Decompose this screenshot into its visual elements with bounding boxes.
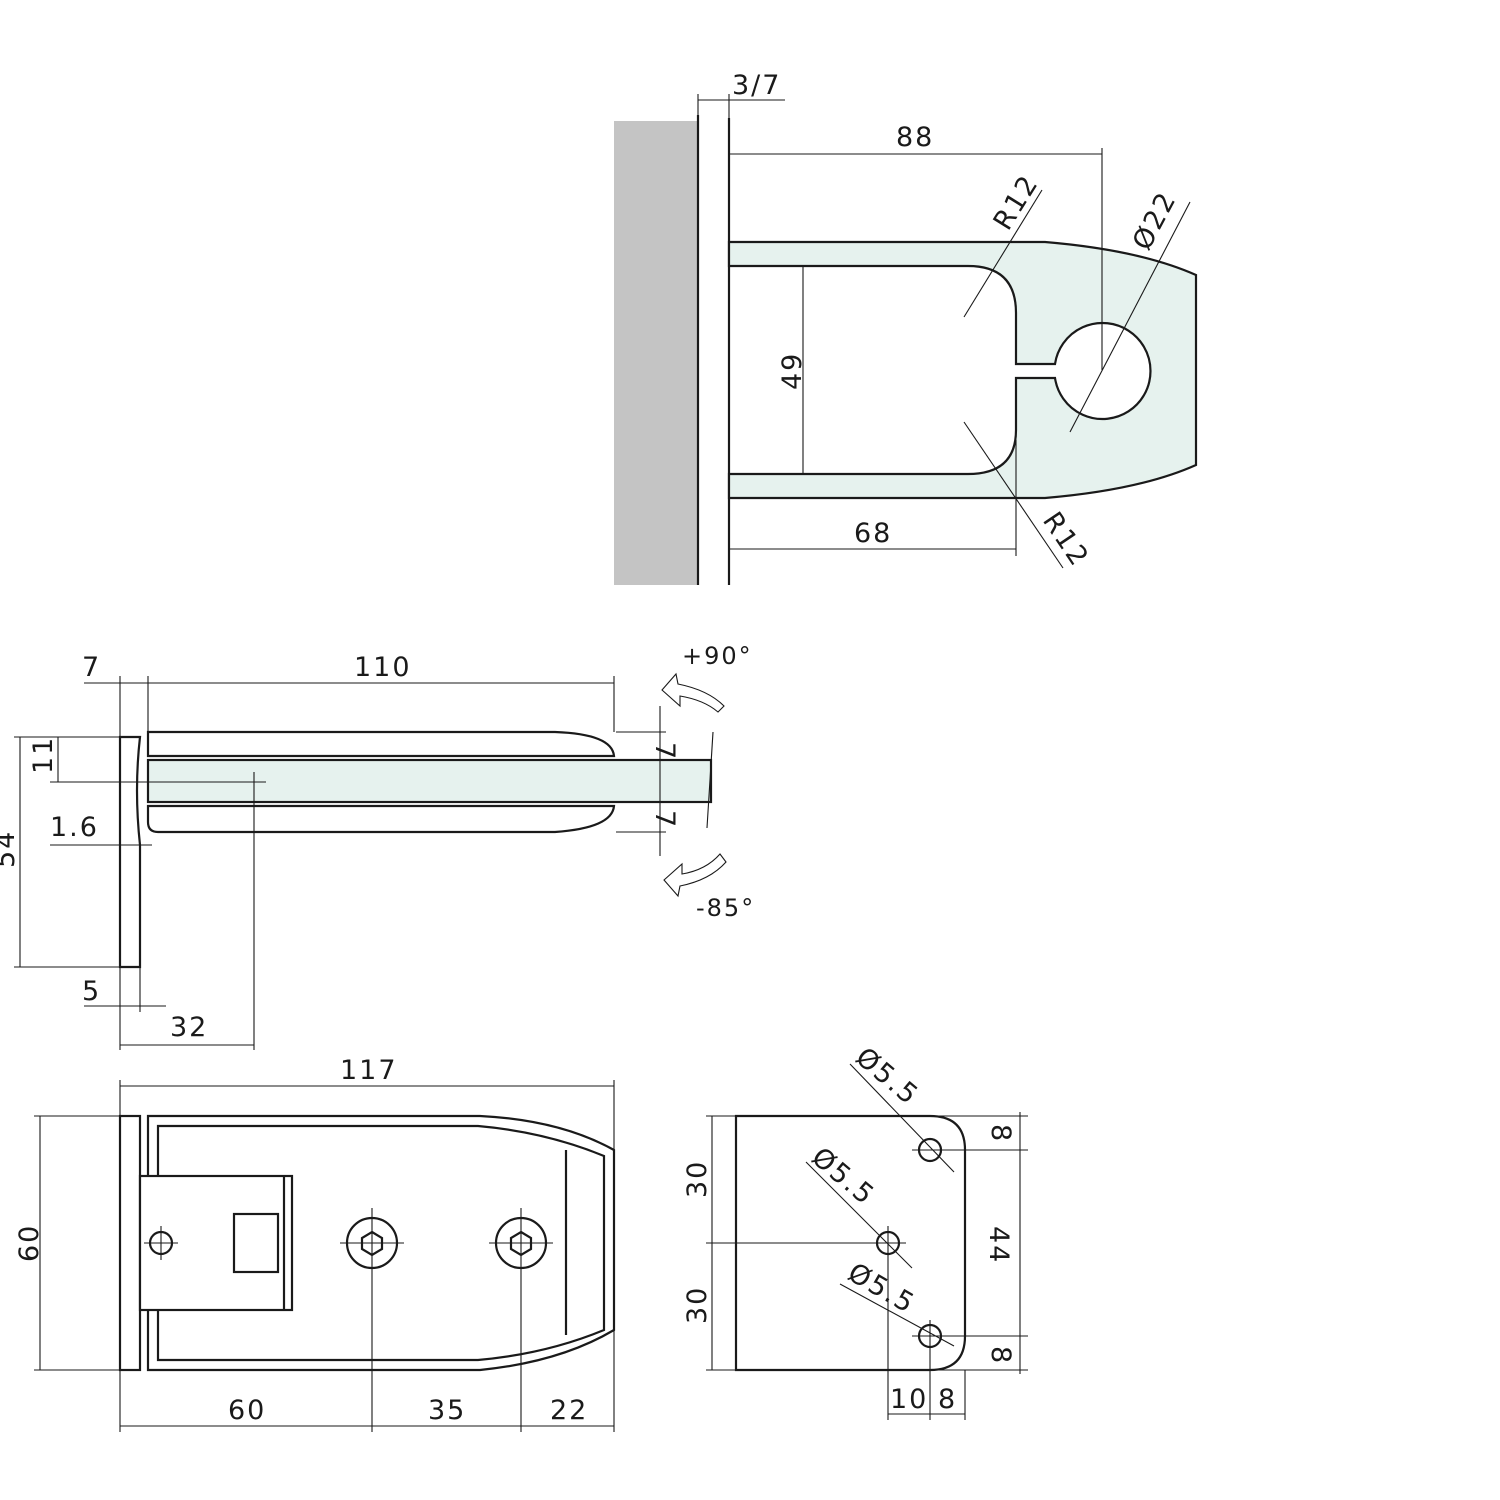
wall-plate xyxy=(118,735,142,969)
dim-leader-radius-top xyxy=(963,189,1043,318)
dim-seg-1-label: 60 xyxy=(228,1395,266,1426)
front-body-inner xyxy=(156,1124,606,1362)
dim-half-top-label: 30 xyxy=(682,1160,713,1198)
dim-top-offset-label: 11 xyxy=(28,736,59,774)
dim-thickness-label: 3/7 xyxy=(732,70,781,101)
dim-front-height-label: 60 xyxy=(14,1224,45,1262)
rotation-arrow-up xyxy=(661,672,725,713)
top-view: 3/7 88 R12 Ø22 49 68 R12 xyxy=(614,70,1198,585)
dim-gap-label: 1.6 xyxy=(50,812,99,843)
dim-total-length-label: 117 xyxy=(340,1055,398,1086)
dim-hole-label: Ø22 xyxy=(1127,186,1183,255)
dim-radius-top-label: R12 xyxy=(988,169,1046,236)
dim-edge-bottom-label: 8 xyxy=(985,1346,1016,1365)
leader-hole-3 xyxy=(839,1283,955,1347)
glass-clamp-body xyxy=(727,240,1198,500)
dim-seg-3-label: 22 xyxy=(550,1395,588,1426)
rotation-arrow-down xyxy=(663,853,727,898)
dim-axis-offset-label: 32 xyxy=(170,1012,208,1043)
dim-slot-width-label: 49 xyxy=(777,352,808,390)
dim-half-bottom-label: 30 xyxy=(682,1286,713,1324)
dim-leader-hole xyxy=(1069,201,1191,433)
dim-seg-2-label: 35 xyxy=(428,1395,466,1426)
dim-edge-top-label: 8 xyxy=(985,1124,1016,1143)
upper-clamp xyxy=(146,730,616,758)
hinge-slot xyxy=(232,1212,280,1274)
dim-length-label: 88 xyxy=(896,122,934,153)
leader-hole-1 xyxy=(849,1063,955,1173)
leader-hole-2 xyxy=(805,1161,913,1269)
dim-radius-bottom-label: R12 xyxy=(1036,507,1095,573)
dim-clamp-bottom-label: 7 xyxy=(649,810,680,829)
dim-slot-depth-label: 68 xyxy=(854,518,892,549)
dim-leader-radius-bottom xyxy=(963,421,1064,569)
dim-plate-label: 7 xyxy=(82,652,101,683)
side-view: 7 110 +90° -85° 7 7 11 54 1.6 5 xyxy=(0,642,755,1050)
dim-clamp-top-label: 7 xyxy=(649,742,680,761)
dim-rotation-up-label: +90° xyxy=(682,642,753,670)
lower-clamp xyxy=(146,804,616,834)
dim-hole-x-label: 10 xyxy=(890,1384,928,1415)
plate-view: Ø5.5 Ø5.5 Ø5.5 30 30 8 44 8 10 8 xyxy=(682,1042,1028,1420)
glass-break-line xyxy=(706,731,714,829)
dim-rotation-down-label: -85° xyxy=(696,894,755,922)
wall xyxy=(614,121,698,585)
dim-hole-edge-label: 8 xyxy=(938,1384,957,1415)
dim-height-label: 54 xyxy=(0,830,21,868)
hole-label-1: Ø5.5 xyxy=(850,1042,925,1112)
dim-base-label: 5 xyxy=(82,976,101,1007)
front-view: 117 60 60 35 22 xyxy=(14,1055,616,1432)
front-wall-plate xyxy=(118,1114,142,1372)
dim-spacing-label: 44 xyxy=(983,1226,1014,1264)
dim-body-label: 110 xyxy=(354,652,412,683)
glass-panel-side xyxy=(146,758,713,804)
